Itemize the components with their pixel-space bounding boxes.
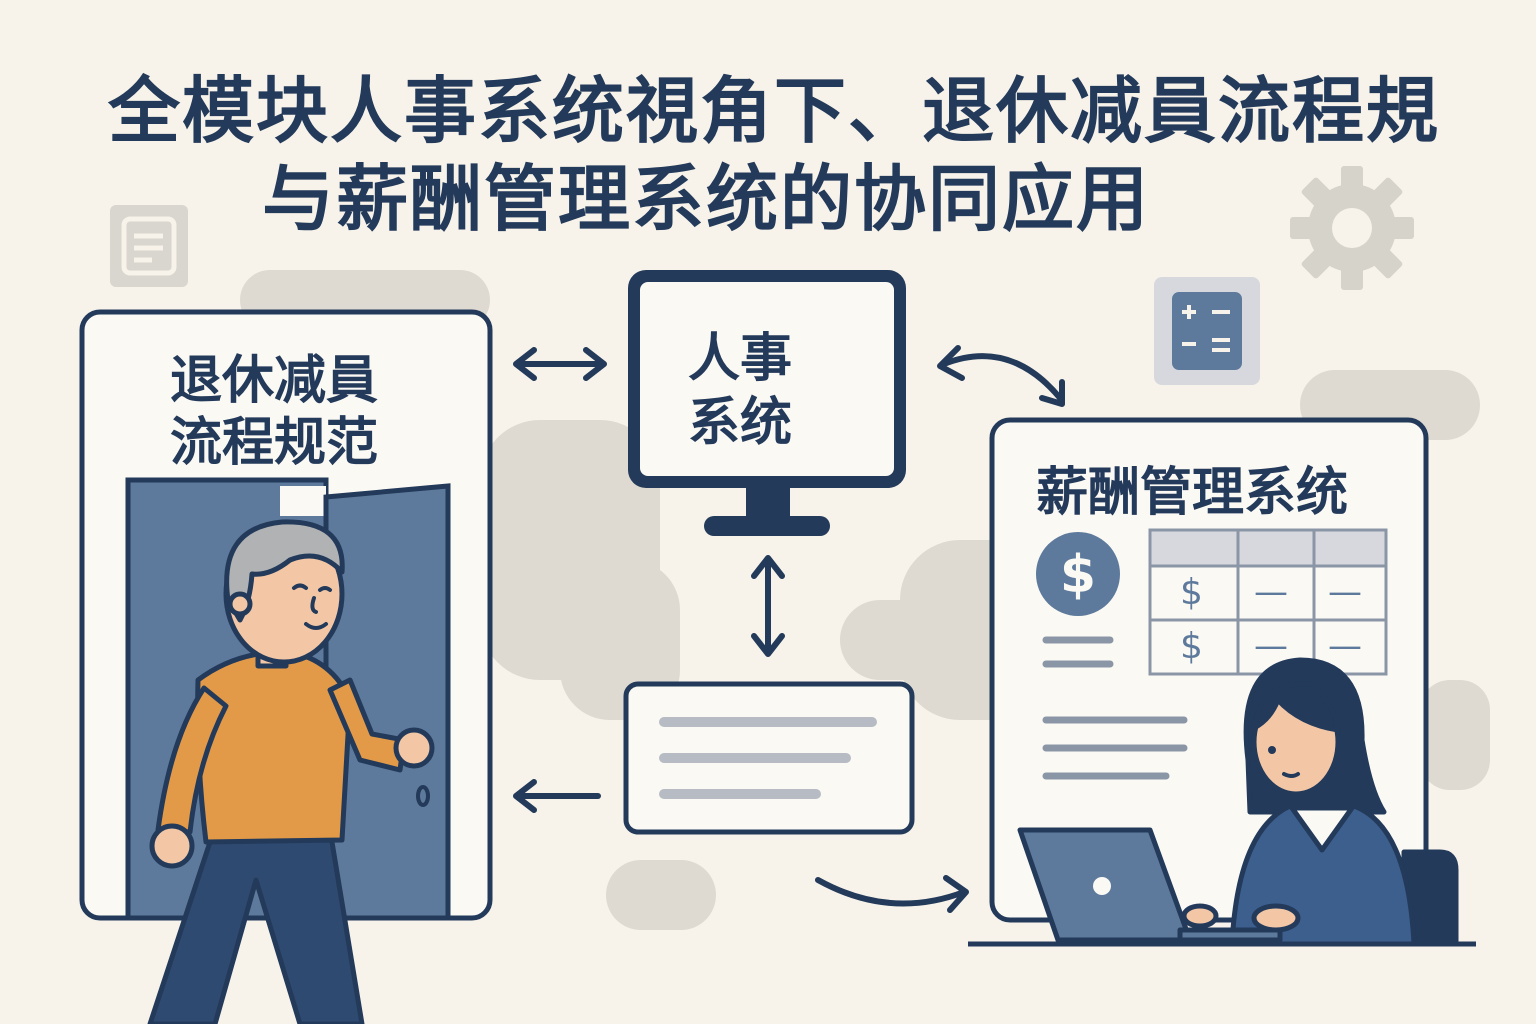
svg-text:$: $	[1060, 545, 1096, 605]
hr-system-monitor	[628, 270, 906, 536]
payroll-cell-r2c2: —	[1254, 626, 1288, 666]
hr-system-title-1: 人事	[688, 329, 793, 389]
payroll-cell-r2c3: —	[1328, 626, 1362, 666]
gear-icon	[1290, 166, 1414, 290]
retiree-figure	[147, 519, 435, 1024]
arrow-retirement-hr	[513, 347, 607, 381]
retirement-panel-title-2: 流程规范	[170, 413, 379, 473]
arrow-card-payroll	[815, 875, 969, 913]
page-title-line-1: 全模块人事系统視角下、退休减員流程規	[108, 69, 1441, 153]
hr-system-title-2: 系统	[688, 393, 793, 453]
laptop-icon	[1017, 827, 1283, 943]
payroll-cell-r1c3: —	[1328, 572, 1362, 612]
payroll-cell-r1c1: $	[1180, 572, 1203, 613]
arrow-hr-payroll	[937, 345, 1065, 407]
connector-arrows	[513, 345, 1065, 913]
document-icon	[110, 205, 188, 287]
retirement-panel-title-1: 退休减員	[170, 351, 379, 411]
hr-record-card	[623, 681, 915, 835]
payroll-staff-figure	[1017, 657, 1459, 947]
page-title-line-2: 与薪酬管理系统的协同应用	[262, 157, 1151, 241]
payroll-cell-r2c1: $	[1180, 626, 1203, 667]
payroll-cell-r1c2: —	[1254, 572, 1288, 612]
dollar-icon: $	[1036, 532, 1120, 616]
calculator-icon	[1154, 277, 1260, 385]
arrow-card-retirement	[513, 779, 601, 813]
arrow-monitor-card	[751, 555, 785, 657]
payroll-table	[1148, 528, 1388, 676]
payroll-panel-title: 薪酬管理系统	[1036, 463, 1349, 523]
